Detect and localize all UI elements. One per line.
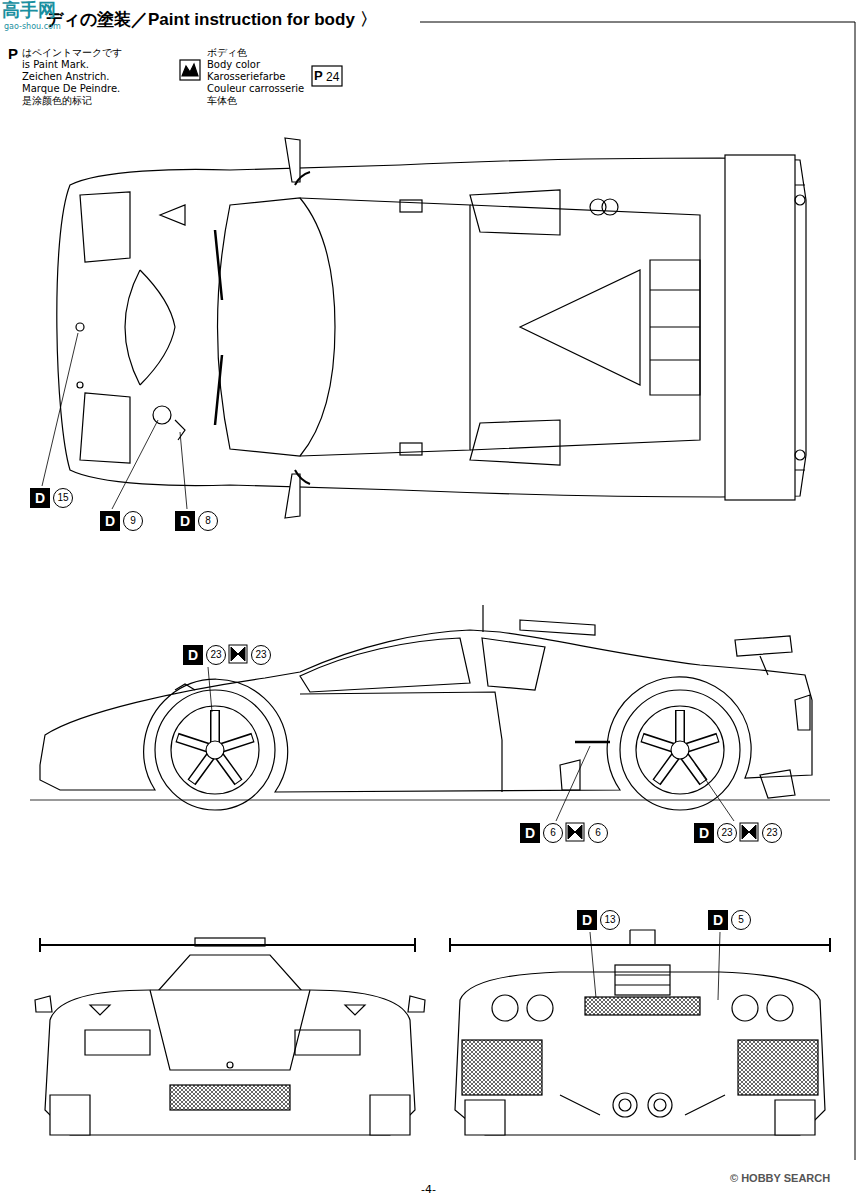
callout-number: 5: [731, 910, 751, 930]
decal-mark: D: [183, 645, 203, 665]
note-text: Body color: [207, 59, 260, 71]
callout-number: 23: [762, 823, 782, 843]
watermark: gao-shou.com: [4, 22, 61, 32]
note-text: 是涂颜色的标记: [22, 95, 92, 107]
callout-number: 9: [123, 511, 143, 531]
note-text: Couleur carrosserie: [207, 83, 304, 95]
watermark: 高手网: [2, 0, 56, 20]
note-text: Karosseriefarbe: [207, 71, 285, 83]
paint-code: P: [314, 68, 323, 84]
decal-icon: [229, 645, 758, 841]
note-text: Zeichen Anstrich.: [22, 71, 110, 83]
callout-number: 8: [198, 511, 218, 531]
callout-number: 6: [543, 823, 563, 843]
watermark: © HOBBY SEARCH: [730, 1172, 830, 1185]
decal-mark: D: [100, 511, 120, 531]
paint-number: 24: [326, 69, 339, 85]
callout-number: 6: [588, 823, 608, 843]
callout-number: 23: [717, 823, 737, 843]
note-text: ボディ色: [207, 47, 247, 59]
page-number: -4-: [421, 1183, 436, 1196]
decal-mark: D: [520, 823, 540, 843]
note-text: Marque De Peindre.: [22, 83, 120, 95]
callout-number: 23: [206, 645, 226, 665]
decal-mark: D: [577, 910, 597, 930]
decal-mark: D: [30, 488, 50, 508]
decal-mark: D: [694, 823, 714, 843]
decal-mark: D: [708, 910, 728, 930]
note-text: 车体色: [207, 95, 237, 107]
paint-mark: P: [8, 46, 18, 62]
decal-mark: D: [175, 511, 195, 531]
callout-number: 15: [53, 488, 73, 508]
callout-number: 13: [600, 910, 620, 930]
note-text: はペイントマークです: [22, 47, 122, 59]
note-text: is Paint Mark.: [22, 59, 89, 71]
page-title: ディの塗装／Paint instruction for body 〉: [46, 10, 377, 30]
callout-number: 23: [251, 645, 271, 665]
